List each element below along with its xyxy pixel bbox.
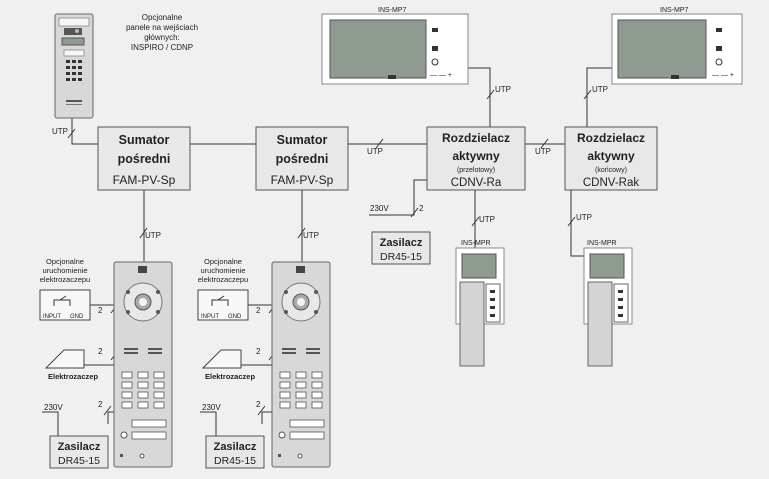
v230-label: 230V xyxy=(44,403,63,412)
strike-label: Elektrozaczep xyxy=(48,372,98,381)
two-wire-label: 2 xyxy=(98,306,103,315)
model-label: DR45-15 xyxy=(214,455,256,467)
two-wire-label: 2 xyxy=(256,400,261,409)
utp-label: UTP xyxy=(495,85,511,94)
monitor-label: INS-MP7 xyxy=(378,7,407,14)
svg-text:Zasilacz: Zasilacz xyxy=(380,237,423,249)
svg-text:Opcjonalne: Opcjonalne xyxy=(46,257,84,266)
svg-text:elektrozaczepu: elektrozaczepu xyxy=(198,275,248,284)
svg-text:elektrozaczepu: elektrozaczepu xyxy=(40,275,90,284)
svg-text:INSPIRO / CDNP: INSPIRO / CDNP xyxy=(131,43,193,52)
svg-text:GND: GND xyxy=(70,314,84,320)
handset-icon-1: INS-MPR xyxy=(455,240,505,367)
strike-label: Elektrozaczep xyxy=(205,372,255,381)
utp-label: UTP xyxy=(145,231,161,240)
utp-label: UTP xyxy=(592,85,608,94)
entry-panel-icon-1 xyxy=(113,261,173,468)
svg-text:Opcjonalne: Opcjonalne xyxy=(204,257,242,266)
svg-text:Sumator: Sumator xyxy=(119,133,170,147)
svg-text:Zasilacz: Zasilacz xyxy=(214,441,257,453)
power-supply-1: Zasilacz DR45-15 xyxy=(49,435,109,469)
svg-text:— — +: — — + xyxy=(712,72,734,79)
relay-block-2: Opcjonalne uruchomienie elektrozaczepu I… xyxy=(197,257,249,321)
svg-text:pośredni: pośredni xyxy=(118,152,171,166)
svg-text:Sumator: Sumator xyxy=(277,133,328,147)
svg-text:panele na wejściach: panele na wejściach xyxy=(126,23,198,32)
top-entry-panel-icon xyxy=(54,13,94,119)
power-supply-2: Zasilacz DR45-15 xyxy=(205,435,265,469)
handset-label: INS-MPR xyxy=(587,240,617,247)
model-label: FAM-PV-Sp xyxy=(113,173,176,187)
utp-label: UTP xyxy=(367,147,383,156)
svg-text:aktywny: aktywny xyxy=(452,149,500,163)
svg-text:Rozdzielacz: Rozdzielacz xyxy=(577,131,645,145)
handset-icon-2: INS-MPR xyxy=(583,240,633,367)
v230-label: 230V xyxy=(202,403,221,412)
door-strike-icon-2: Elektrozaczep xyxy=(201,349,255,381)
panel-note: Opcjonalne panele na wejściach głównych:… xyxy=(126,13,198,52)
sumator-box-1: Sumator pośredni FAM-PV-Sp xyxy=(97,126,191,191)
model-label: FAM-PV-Sp xyxy=(271,173,334,187)
wire-labels: UTP UTP UTP UTP UTP UTP UTP UTP UTP 230V… xyxy=(44,85,608,412)
monitor-icon-1: INS-MP7 — — + xyxy=(321,7,469,85)
svg-text:GND: GND xyxy=(228,314,242,320)
splitter-cdnv-ra: Rozdzielacz aktywny (przelotowy) CDNV-Ra xyxy=(426,126,526,191)
entry-panel-icon-2 xyxy=(271,261,331,468)
svg-text:— — +: — — + xyxy=(430,72,452,79)
utp-label: UTP xyxy=(576,213,592,222)
model-label: CDNV-Rak xyxy=(583,177,639,189)
svg-text:(przelotowy): (przelotowy) xyxy=(457,167,495,174)
monitor-icon-2: INS-MP7 — — + xyxy=(611,7,743,85)
svg-text:uruchomienie: uruchomienie xyxy=(42,266,87,275)
relay-block-1: Opcjonalne uruchomienie elektrozaczepu I… xyxy=(39,257,91,321)
two-wire-label: 2 xyxy=(419,204,424,213)
svg-text:Zasilacz: Zasilacz xyxy=(58,441,101,453)
svg-text:INPUT: INPUT xyxy=(43,314,61,320)
utp-label: UTP xyxy=(479,215,495,224)
v230-label: 230V xyxy=(370,204,389,213)
model-label: DR45-15 xyxy=(58,455,100,467)
utp-label: UTP xyxy=(303,231,319,240)
two-wire-label: 2 xyxy=(98,347,103,356)
door-strike-icon-1: Elektrozaczep xyxy=(44,349,98,381)
svg-text:głównych:: głównych: xyxy=(144,33,180,42)
power-supply-ra: Zasilacz DR45-15 xyxy=(371,231,431,265)
svg-text:Rozdzielacz: Rozdzielacz xyxy=(442,131,510,145)
utp-label: UTP xyxy=(52,127,68,136)
svg-text:Opcjonalne: Opcjonalne xyxy=(142,13,183,22)
sumator-box-2: Sumator pośredni FAM-PV-Sp xyxy=(255,126,349,191)
splitter-cdnv-rak: Rozdzielacz aktywny (końcowy) CDNV-Rak xyxy=(564,126,658,191)
two-wire-label: 2 xyxy=(256,306,261,315)
svg-text:aktywny: aktywny xyxy=(587,149,635,163)
utp-label: UTP xyxy=(535,147,551,156)
svg-text:uruchomienie: uruchomienie xyxy=(200,266,245,275)
two-wire-label: 2 xyxy=(98,400,103,409)
monitor-label: INS-MP7 xyxy=(660,7,689,14)
svg-text:pośredni: pośredni xyxy=(276,152,329,166)
two-wire-label: 2 xyxy=(256,347,261,356)
model-label: CDNV-Ra xyxy=(451,177,502,189)
handset-label: INS-MPR xyxy=(461,240,491,247)
model-label: DR45-15 xyxy=(380,251,422,263)
svg-text:INPUT: INPUT xyxy=(201,314,219,320)
svg-text:(końcowy): (końcowy) xyxy=(595,167,627,174)
